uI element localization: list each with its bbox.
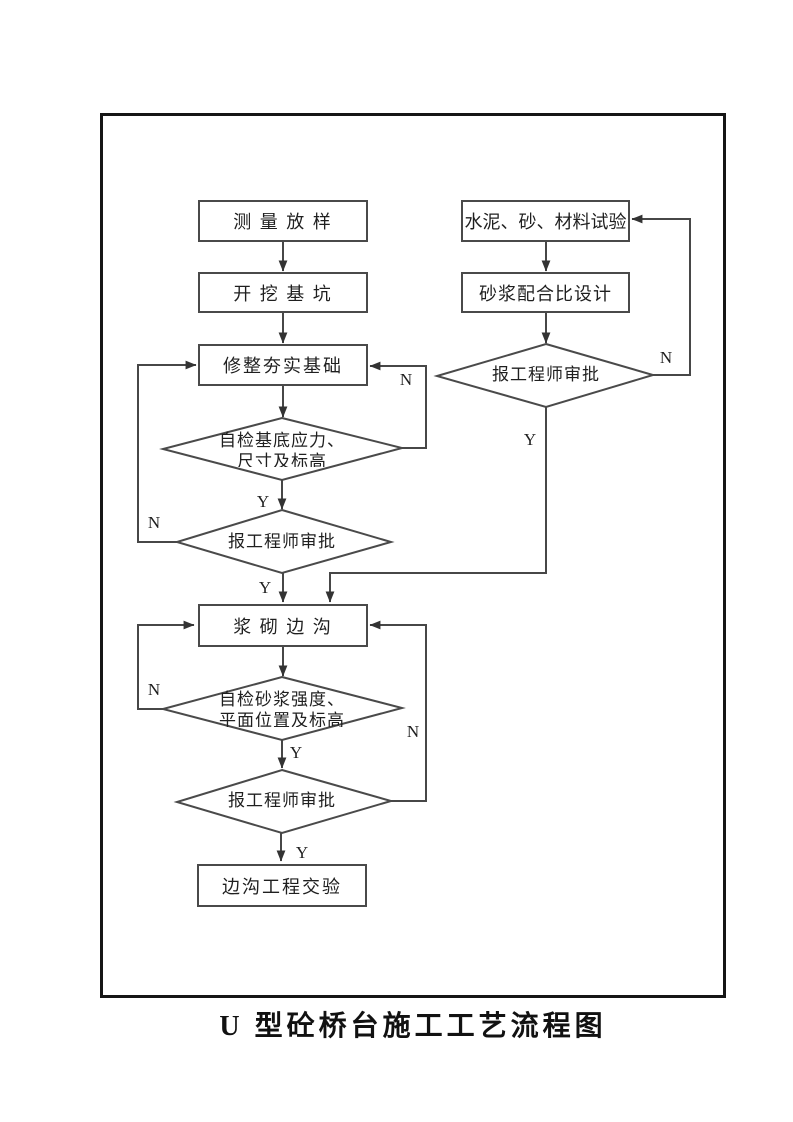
decision-check-mortar-text: 自检砂浆强度、 平面位置及标高 — [197, 689, 367, 727]
label-yes-approve-base: Y — [258, 578, 272, 597]
flow-box-handover-label: 边沟工程交验 — [222, 876, 342, 897]
flow-box-mix-design: 砂浆配合比设计 — [461, 272, 630, 313]
decision-approve-ditch-text: 报工程师审批 — [228, 791, 336, 810]
label-yes-check-mortar: Y — [289, 743, 303, 762]
decision-check-base-line2: 尺寸及标高 — [237, 452, 327, 467]
label-no-check-base: N — [399, 370, 413, 389]
label-no-approve-mix: N — [659, 348, 673, 367]
connector-checkmortar-no-loop — [137, 620, 195, 710]
label-yes-approve-mix: Y — [523, 430, 537, 449]
label-no-approve-base: N — [147, 513, 161, 532]
flow-box-survey-label: 测 量 放 样 — [233, 212, 333, 232]
label-yes-approve-ditch: Y — [295, 843, 309, 862]
flow-box-ditch: 浆 砌 边 沟 — [198, 604, 368, 647]
decision-approve-mix-text: 报工程师审批 — [492, 365, 600, 384]
flow-box-ditch-label: 浆 砌 边 沟 — [233, 616, 333, 637]
decision-check-mortar-line2: 平面位置及标高 — [219, 711, 345, 727]
connector-approvebase-no-loop — [137, 360, 197, 543]
flowchart-title: U 型砼桥台施工工艺流程图 — [219, 1011, 607, 1042]
decision-check-mortar-line1: 自检砂浆强度、 — [219, 690, 345, 709]
flow-box-excavate: 开 挖 基 坑 — [198, 272, 368, 313]
flow-box-foundation: 修整夯实基础 — [198, 344, 368, 386]
flow-box-foundation-label: 修整夯实基础 — [223, 356, 343, 376]
flow-box-survey: 测 量 放 样 — [198, 200, 368, 242]
decision-check-base-line1: 自检基底应力、 — [219, 431, 345, 450]
flow-box-material-test-label: 水泥、砂、材料试验 — [464, 212, 627, 232]
flow-box-excavate-label: 开 挖 基 坑 — [233, 283, 333, 304]
decision-approve-base-text: 报工程师审批 — [228, 532, 336, 551]
label-no-approve-ditch: N — [406, 722, 420, 741]
flow-box-material-test: 水泥、砂、材料试验 — [461, 200, 630, 242]
connector-checkbase-no-loop — [369, 361, 427, 449]
connector-approveditch-no-loop — [369, 620, 427, 802]
flow-box-mix-design-label: 砂浆配合比设计 — [479, 283, 612, 304]
connector-approvemix-no-loop — [631, 214, 691, 376]
flowchart-border — [100, 113, 726, 998]
flow-box-handover: 边沟工程交验 — [197, 864, 367, 907]
connector-approvemix-yes-to-ditch — [325, 407, 547, 603]
decision-check-base-text: 自检基底应力、 尺寸及标高 — [197, 430, 367, 467]
label-yes-check-base: Y — [256, 492, 270, 511]
label-no-check-mortar: N — [147, 680, 161, 699]
